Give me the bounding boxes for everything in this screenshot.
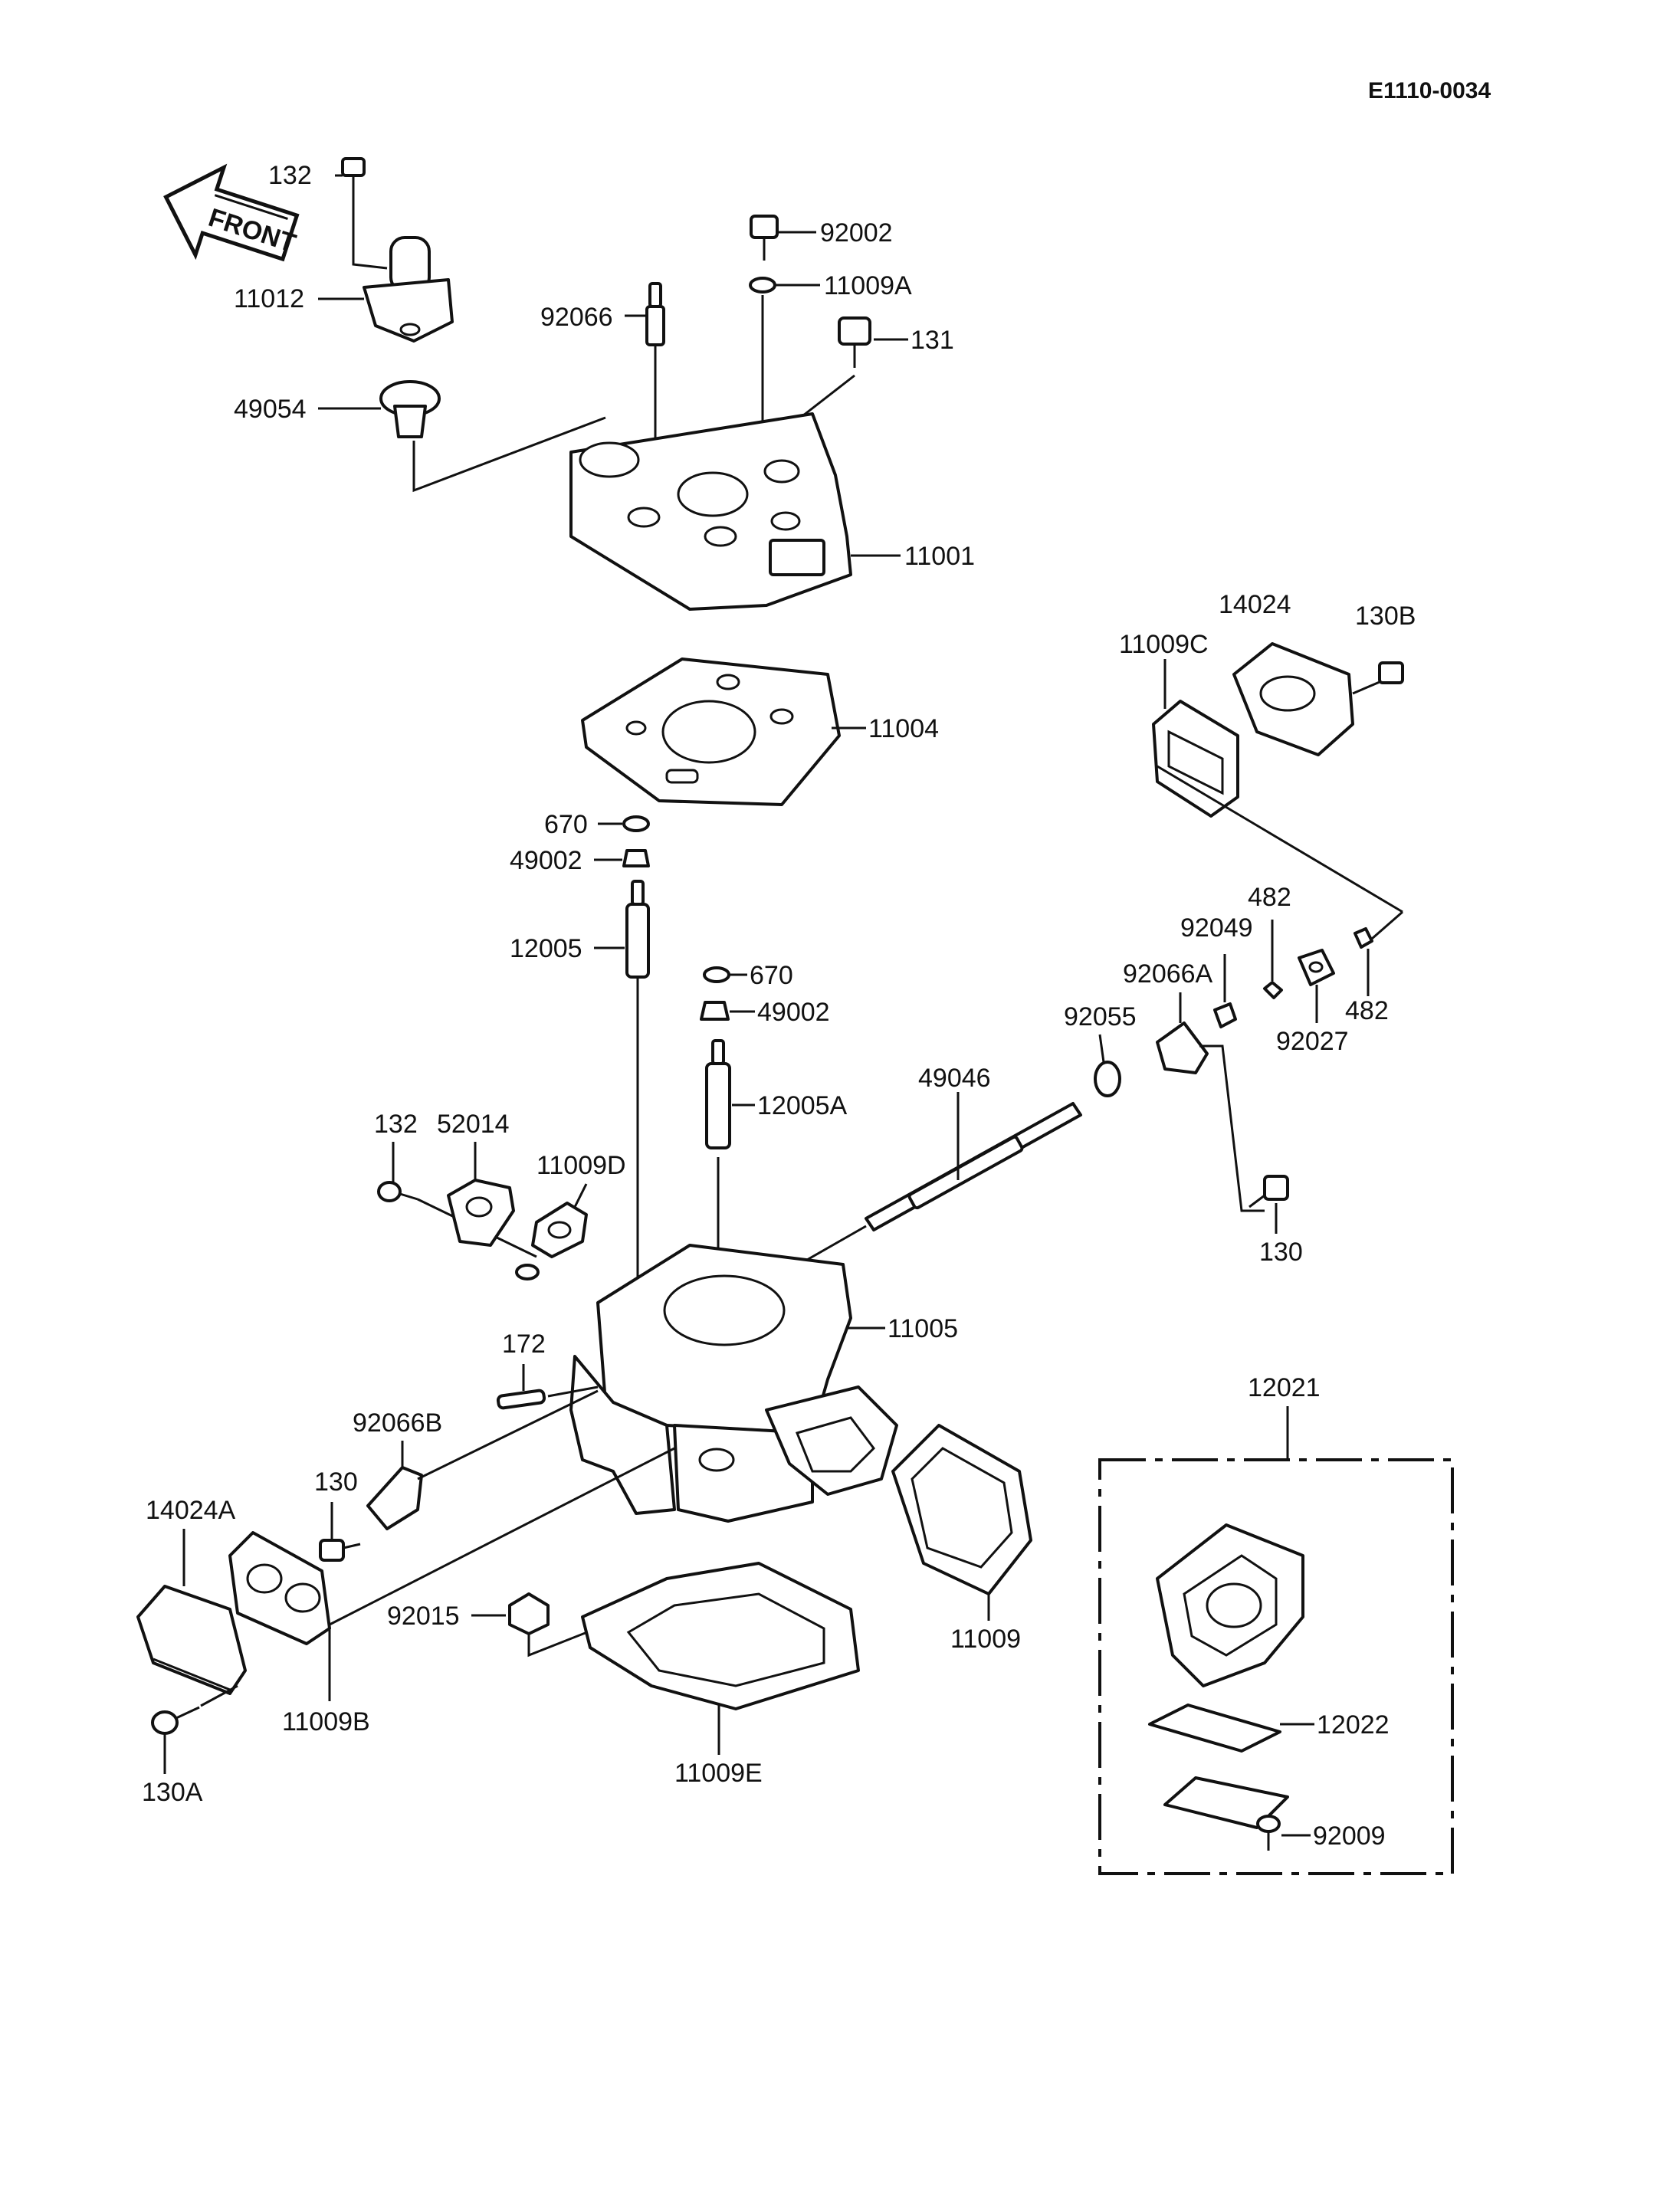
- label-92015: 92015: [387, 1602, 460, 1631]
- diagram-ref-code: E1110-0034: [1368, 78, 1491, 103]
- label-11009B: 11009B: [282, 1707, 370, 1736]
- label-12022: 12022: [1317, 1710, 1390, 1740]
- label-11004: 11004: [868, 714, 939, 743]
- label-670-a: 670: [544, 810, 588, 839]
- label-14024A: 14024A: [146, 1496, 236, 1525]
- reed-12022: [1148, 1703, 1281, 1753]
- oring-670-b: [703, 966, 730, 983]
- leader-92055: [1098, 1034, 1105, 1063]
- bolt-132-top: [335, 157, 366, 193]
- shaft-49046: [785, 1102, 1082, 1274]
- stud-172: [496, 1385, 599, 1410]
- label-49002-b: 49002: [757, 998, 830, 1027]
- valve-12005A: [705, 1039, 731, 1272]
- label-92027: 92027: [1276, 1027, 1349, 1056]
- thermostat-cover-11012: [352, 193, 454, 343]
- label-52014: 52014: [437, 1110, 510, 1139]
- seal-49002-b: [700, 1001, 730, 1021]
- label-12005A: 12005A: [757, 1091, 848, 1120]
- bolt-130B: [1352, 661, 1404, 695]
- label-11009C: 11009C: [1119, 630, 1209, 659]
- washer-92049: [1213, 1002, 1237, 1028]
- label-49002-a: 49002: [510, 846, 582, 875]
- bolt-130A: [151, 1684, 238, 1735]
- cylinder-11005: [569, 1244, 898, 1523]
- stud-92002: [750, 215, 779, 261]
- label-11009A: 11009A: [824, 271, 912, 300]
- label-49046: 49046: [918, 1064, 991, 1093]
- cap-92066B: [366, 1389, 599, 1530]
- label-482-a: 482: [1248, 883, 1291, 912]
- thermostat-49054: [379, 380, 606, 493]
- gasket-11009: [891, 1424, 1032, 1595]
- label-92049: 92049: [1180, 913, 1253, 943]
- screw-92009: [1256, 1815, 1281, 1851]
- label-130A: 130A: [142, 1778, 203, 1807]
- label-130-left: 130: [314, 1467, 358, 1497]
- clip-482-b: [1354, 927, 1373, 949]
- label-482-b: 482: [1345, 996, 1389, 1025]
- gasket-11009D: [515, 1202, 588, 1280]
- label-92055: 92055: [1064, 1002, 1137, 1031]
- gasket-11009C: [1152, 700, 1403, 913]
- label-11009: 11009: [950, 1625, 1021, 1654]
- base-gasket-11009E: [581, 1562, 860, 1710]
- label-11009E: 11009E: [674, 1759, 763, 1788]
- label-172: 172: [502, 1330, 546, 1359]
- label-11012: 11012: [234, 284, 304, 313]
- label-132-top: 132: [268, 161, 312, 190]
- head-gasket-11004: [581, 657, 841, 806]
- label-92009: 92009: [1313, 1822, 1386, 1851]
- label-92066A: 92066A: [1123, 959, 1213, 989]
- oring-670-a: [622, 815, 650, 832]
- label-130-right: 130: [1259, 1238, 1303, 1267]
- stopper-plate: [1163, 1776, 1289, 1829]
- oring-92055: [1094, 1061, 1121, 1097]
- label-49054: 49054: [234, 395, 307, 424]
- label-12005: 12005: [510, 934, 582, 963]
- seal-49002-a: [622, 849, 650, 867]
- label-670-b: 670: [750, 961, 793, 990]
- cover-14024: [1232, 642, 1354, 756]
- label-14024: 14024: [1219, 590, 1291, 619]
- label-92066: 92066: [540, 303, 613, 332]
- label-12021: 12021: [1248, 1373, 1321, 1402]
- label-132-mid: 132: [374, 1110, 418, 1139]
- leader-482-b-link: [1371, 910, 1403, 940]
- plug-92066: [645, 282, 665, 444]
- bolt-130-left: [319, 1539, 361, 1562]
- reed-valve-12021: [1148, 1523, 1304, 1829]
- bolt-131: [785, 316, 871, 431]
- cylinder-head-11001: [569, 412, 852, 611]
- grommet-92027: [1298, 949, 1335, 986]
- cover-14024A: [136, 1585, 247, 1695]
- fitting-52014: [447, 1179, 515, 1247]
- label-130B: 130B: [1355, 602, 1416, 631]
- clip-482-a: [1263, 981, 1283, 999]
- label-11009D: 11009D: [536, 1151, 626, 1180]
- gasket-11009B: [228, 1447, 675, 1645]
- reed-valve-group-box: [1098, 1458, 1454, 1875]
- label-11005: 11005: [888, 1314, 958, 1343]
- bolt-130-right: [1249, 1175, 1289, 1208]
- label-92002: 92002: [820, 218, 893, 248]
- label-92066B: 92066B: [353, 1408, 442, 1438]
- label-11001: 11001: [904, 542, 975, 571]
- label-131: 131: [911, 326, 954, 355]
- nut-92015: [508, 1592, 675, 1658]
- leader-11009D: [573, 1183, 588, 1208]
- front-arrow: FRONT: [163, 163, 300, 262]
- cap-92066A: [1156, 1021, 1265, 1212]
